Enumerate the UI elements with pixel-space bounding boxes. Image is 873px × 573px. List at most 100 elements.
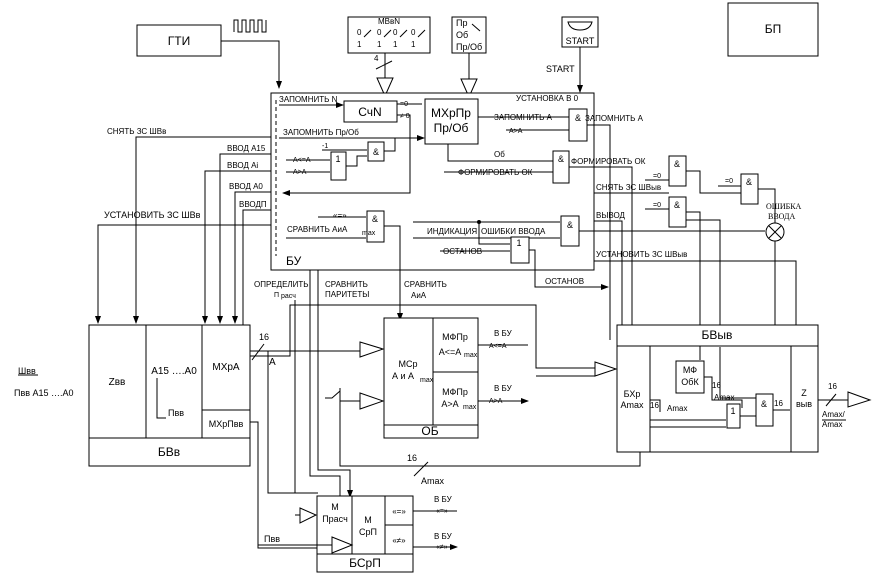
svg-text:&: & xyxy=(761,399,767,409)
sig-eq-in: «=» xyxy=(333,211,347,220)
svg-text:&: & xyxy=(373,147,379,157)
error-label-1: ОШИБКА xyxy=(766,202,802,211)
mvbn-label: МВвN xyxy=(378,17,400,26)
m-prasch-label-1: М xyxy=(331,502,339,512)
mvbn-bit-6: 0 xyxy=(411,28,416,37)
counter-block: СчN xyxy=(343,100,398,123)
bsrp-v-bu-2: В БУ xyxy=(434,532,453,541)
or-gate-stop: 1 xyxy=(510,236,530,264)
mode-switch[interactable]: Пр Об Пр/Об xyxy=(451,16,487,54)
sig-sravnit-paritety-1: СРАВНИТЬ xyxy=(325,280,368,289)
svg-text:Amax: Amax xyxy=(667,404,687,413)
svg-text:&: & xyxy=(674,200,680,210)
zvv-label: Zвв xyxy=(109,377,126,388)
svg-text:A>A: A>A xyxy=(509,128,523,135)
sig-ustanovka: УСТАНОВКА В 0 xyxy=(516,94,579,103)
svg-text:max: max xyxy=(463,404,477,411)
zvyv-label-2: выв xyxy=(796,399,812,409)
mfpr-gt-label-2: A>A xyxy=(441,399,458,409)
sig-ustanovit-zs: УСТАНОВИТЬ ЗС ШВв xyxy=(104,210,201,220)
sig-ustanovit-zs-vyv: УСТАНОВИТЬ ЗС ШВыв xyxy=(596,250,687,259)
gti-block: ГТИ xyxy=(136,24,222,57)
mfpr-le-label-2: A<=A xyxy=(439,347,462,357)
svg-text:16: 16 xyxy=(712,381,721,390)
gti-label: ГТИ xyxy=(168,34,190,48)
mux-prob-label-1: МХрПр xyxy=(431,106,471,120)
svg-text:&: & xyxy=(674,159,680,169)
mode-pr: Пр xyxy=(456,18,467,28)
shvv-label: Швв xyxy=(18,366,36,376)
bsrp-neq: «≠» xyxy=(392,536,406,545)
sig-snyat-zs: СНЯТЬ ЗС ШВв xyxy=(107,127,166,136)
mux-prob-label-2: Пр/Об xyxy=(434,121,469,135)
svg-text:4: 4 xyxy=(374,54,379,63)
mvbn-bit-5: 1 xyxy=(393,40,398,49)
zvyv-label-1: Z xyxy=(801,388,807,398)
bvv-label: БВв xyxy=(158,445,180,459)
error-indicator: ОШИБКА ВВОДА xyxy=(765,202,802,242)
clock-pulse-icon xyxy=(233,19,267,33)
sig-vyvod: ВЫВОД xyxy=(596,211,626,220)
bvv-block: БВв Zвв A15 ….A0 МХрА МХрПвв Пвв xyxy=(88,324,251,467)
and-gate-r2: & xyxy=(740,173,759,205)
sig-vvodp: ВВОДП xyxy=(239,200,267,209)
start-button[interactable]: START xyxy=(561,16,599,48)
bsrp-v-bu-1: В БУ xyxy=(434,495,453,504)
bvyv-label: БВыв xyxy=(702,328,733,342)
sig-p-rasch: П xyxy=(274,292,279,299)
counter-label: СчN xyxy=(358,105,381,119)
bsrp-eq: «=» xyxy=(392,507,406,516)
mf-block: МФ ОбК xyxy=(675,360,705,394)
svg-text:max: max xyxy=(420,377,434,384)
a15-a0-label: A15 ….A0 xyxy=(151,366,197,377)
mfpr-le-label-1: МФПр xyxy=(442,332,468,342)
and-gate-n: & xyxy=(367,141,385,162)
sig-opredelit: ОПРЕДЕЛИТЬ xyxy=(254,280,309,289)
sig-indikatsiya: ИНДИКАЦИЯ xyxy=(427,227,477,236)
error-label-2: ВВОДА xyxy=(768,212,796,221)
ob-a-le: A<=A xyxy=(489,343,507,350)
m-srp-label-1: М xyxy=(364,515,372,525)
sig-sravnit-a-1: СРАВНИТЬ xyxy=(404,280,447,289)
mvbn-block[interactable]: МВвN 0 1 0 1 0 1 0 1 xyxy=(347,16,431,54)
mxra-label: МХрА xyxy=(212,362,240,373)
ob-v-bu-1: В БУ xyxy=(494,329,513,338)
sig-sravnit-paritety-2: ПАРИТЕТЫ xyxy=(325,290,369,299)
bxr-label-1: БХр xyxy=(624,389,641,399)
mxrpvv-label: МХрПвв xyxy=(209,419,244,429)
bp-block: БП xyxy=(727,2,819,57)
svg-text:=0: =0 xyxy=(725,178,733,185)
mux-prob-block: МХрПр Пр/Об xyxy=(424,98,479,145)
svg-text:=0: =0 xyxy=(653,173,661,180)
sig-vvod-a15: ВВОД А15 xyxy=(227,144,266,153)
pvv-inner: Пвв xyxy=(168,408,184,418)
svg-text:-1: -1 xyxy=(322,143,328,150)
bu-label: БУ xyxy=(286,254,302,268)
sig-zapomnit-n: ЗАПОМНИТЬ N xyxy=(279,95,338,104)
sig-formirovat-ok: ФОРМИРОВАТЬ ОК xyxy=(571,157,646,166)
sig-sravnit: СРАВНИТЬ АиА xyxy=(287,225,348,234)
svg-text:1: 1 xyxy=(516,238,521,248)
sig-sravnit-a-2: АиА xyxy=(411,291,427,300)
svg-text:&: & xyxy=(372,214,378,224)
svg-text:1: 1 xyxy=(335,154,340,164)
or-gate-out: 1 xyxy=(726,403,741,429)
ob-block: МСр А и А max МФПр A<=A max МФПр A>A max… xyxy=(383,317,479,439)
and-gate-r3: & xyxy=(668,196,687,228)
svg-text:&: & xyxy=(558,154,564,164)
mvbn-bit-4: 0 xyxy=(393,28,398,37)
and-gate-r1: & xyxy=(668,155,687,187)
bsrp-block: М Прасч М СрП «=» «≠» БСрП xyxy=(316,495,414,573)
mode-prob: Пр/Об xyxy=(456,42,482,52)
pvv-bus-out: Пвв xyxy=(264,534,280,544)
mf-label-1: МФ xyxy=(683,365,697,375)
svg-text:расч: расч xyxy=(281,293,296,300)
and-gate-eq: & xyxy=(366,210,385,243)
m-srp-label-2: СрП xyxy=(359,527,377,537)
bus-16-amax: 16 xyxy=(407,453,417,463)
amax-bar-out: Amax xyxy=(822,420,842,429)
sig-ostanov: ОСТАНОВ xyxy=(545,277,584,286)
svg-text:≠ 0: ≠ 0 xyxy=(400,113,410,120)
mvbn-bit-0: 0 xyxy=(357,28,362,37)
